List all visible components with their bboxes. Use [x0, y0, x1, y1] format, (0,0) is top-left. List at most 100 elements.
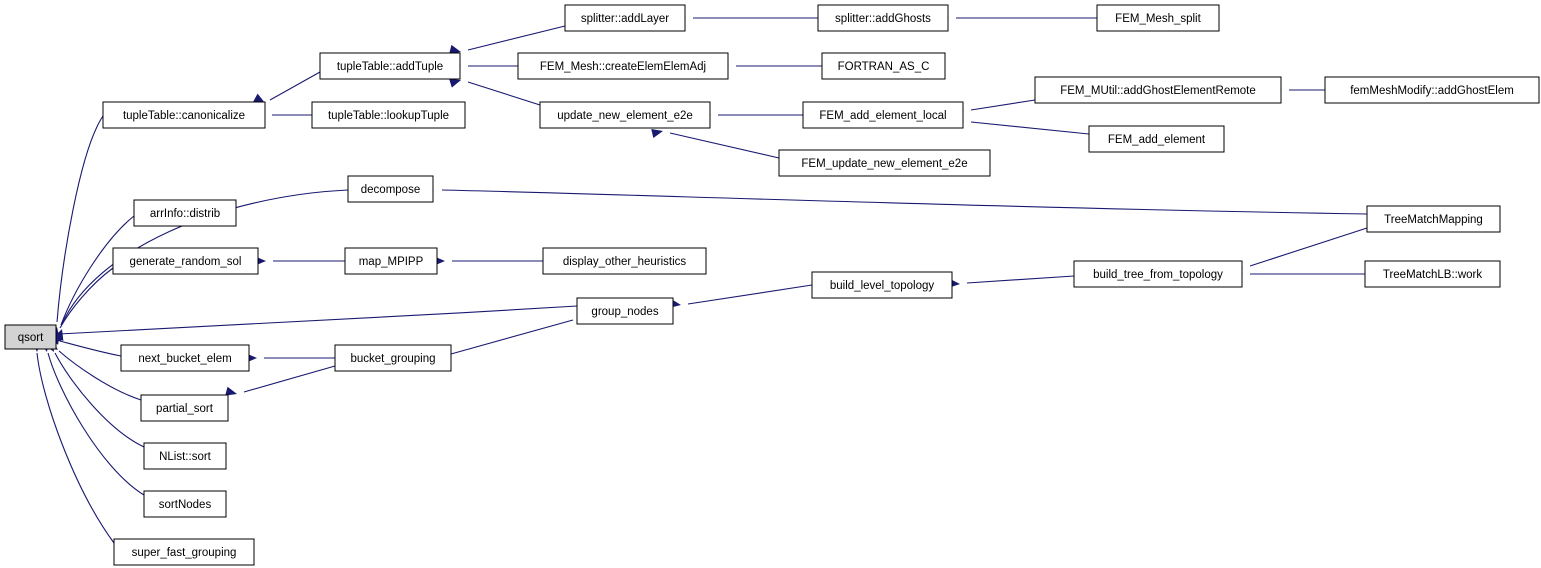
edge-TreeMatchMapping-to-build_tree_from_topology: [1231, 227, 1368, 269]
edge-FEM_Mesh_split-to-splitter_addGhosts: [938, 13, 1097, 23]
node-label: build_level_topology: [830, 280, 934, 292]
node-box[interactable]: [4, 324, 57, 350]
node-box[interactable]: [542, 247, 707, 275]
node-TreeMatchLB_work[interactable]: TreeMatchLB::work: [1364, 260, 1501, 288]
node-sortNodes[interactable]: sortNodes: [143, 490, 227, 518]
node-box[interactable]: [539, 101, 711, 129]
edge-FEM_MUtil_addGhostElementRemote-to-FEM_add_element_local: [952, 99, 1036, 114]
node-box[interactable]: [576, 297, 674, 325]
node-splitter_addGhosts[interactable]: splitter::addGhosts: [817, 4, 949, 32]
node-femMeshModify_addGhostElem[interactable]: femMeshModify::addGhostElem: [1324, 76, 1540, 104]
node-box[interactable]: [1088, 125, 1225, 153]
node-box[interactable]: [344, 247, 438, 275]
node-label: splitter::addGhosts: [835, 13, 931, 25]
node-label: group_nodes: [591, 306, 658, 318]
node-label: qsort: [18, 332, 44, 344]
node-arrInfo_distrib[interactable]: arrInfo::distrib: [133, 199, 237, 227]
node-label: arrInfo::distrib: [150, 208, 220, 220]
edge-bucket_grouping-to-partial_sort: [225, 365, 336, 396]
edge-FEM_add_element_local-to-update_new_element_e2e: [700, 110, 803, 120]
node-FEM_Mesh_createElemElemAdj[interactable]: FEM_Mesh::createElemElemAdj: [517, 52, 729, 80]
edge-display_other_heuristics-to-map_MPIPP: [434, 256, 543, 266]
node-label: FEM_update_new_element_e2e: [801, 158, 967, 170]
edge-build_level_topology-to-group_nodes: [669, 284, 813, 308]
node-box[interactable]: [564, 4, 686, 32]
node-box[interactable]: [347, 175, 434, 203]
node-FEM_update_new_element_e2e[interactable]: FEM_update_new_element_e2e: [778, 149, 991, 177]
node-FEM_Mesh_split[interactable]: FEM_Mesh_split: [1096, 4, 1220, 32]
node-FEM_MUtil_addGhostElementRemote[interactable]: FEM_MUtil::addGhostElementRemote: [1034, 76, 1282, 104]
node-FEM_add_element[interactable]: FEM_add_element: [1088, 125, 1225, 153]
node-tupleTable_addTuple[interactable]: tupleTable::addTuple: [319, 52, 461, 80]
node-label: FEM_add_element_local: [819, 110, 946, 122]
node-FORTRAN_AS_C[interactable]: FORTRAN_AS_C: [821, 52, 946, 80]
node-box[interactable]: [133, 199, 237, 227]
node-label: generate_random_sol: [130, 256, 242, 268]
node-tupleTable_lookupTuple[interactable]: tupleTable::lookupTuple: [311, 101, 466, 129]
node-box[interactable]: [113, 538, 255, 566]
node-box[interactable]: [1096, 4, 1220, 32]
node-label: splitter::addLayer: [581, 13, 669, 25]
arrow-head-icon: [225, 386, 237, 396]
node-label: super_fast_grouping: [132, 547, 237, 559]
node-label: FEM_Mesh_split: [1115, 13, 1201, 25]
node-box[interactable]: [821, 52, 946, 80]
node-update_new_element_e2e[interactable]: update_new_element_e2e: [539, 101, 711, 129]
node-label: tupleTable::addTuple: [337, 61, 443, 73]
node-display_other_heuristics[interactable]: display_other_heuristics: [542, 247, 707, 275]
node-label: display_other_heuristics: [563, 256, 687, 268]
node-label: femMeshModify::addGhostElem: [1350, 85, 1514, 97]
node-box[interactable]: [1324, 76, 1540, 104]
node-box[interactable]: [1073, 260, 1243, 288]
edge-TreeMatchLB_work-to-build_tree_from_topology: [1232, 269, 1365, 279]
node-box[interactable]: [778, 149, 991, 177]
node-box[interactable]: [143, 490, 227, 518]
edge-TreeMatchMapping-to-decompose: [422, 185, 1368, 215]
node-box[interactable]: [811, 271, 953, 299]
node-box[interactable]: [102, 101, 266, 129]
node-bucket_grouping[interactable]: bucket_grouping: [334, 344, 452, 372]
edge-bucket_grouping-to-group_nodes: [450, 310, 592, 355]
node-box[interactable]: [112, 247, 259, 275]
node-generate_random_sol[interactable]: generate_random_sol: [112, 247, 259, 275]
edge-build_tree_from_topology-to-build_level_topology: [948, 275, 1075, 288]
node-box[interactable]: [120, 344, 250, 372]
node-label: TreeMatchLB::work: [1383, 269, 1483, 281]
node-box[interactable]: [1034, 76, 1282, 104]
node-label: sortNodes: [159, 499, 212, 511]
node-FEM_add_element_local[interactable]: FEM_add_element_local: [802, 101, 964, 129]
edge-FEM_add_element-to-FEM_add_element_local: [952, 117, 1090, 135]
node-box[interactable]: [1366, 205, 1501, 233]
node-build_level_topology[interactable]: build_level_topology: [811, 271, 953, 299]
node-box[interactable]: [1364, 260, 1501, 288]
node-label: build_tree_from_topology: [1093, 269, 1223, 281]
node-decompose[interactable]: decompose: [347, 175, 434, 203]
node-box[interactable]: [817, 4, 949, 32]
node-box[interactable]: [319, 52, 461, 80]
node-label: NList::sort: [159, 451, 212, 463]
node-box[interactable]: [334, 344, 452, 372]
node-box[interactable]: [517, 52, 729, 80]
node-super_fast_grouping[interactable]: super_fast_grouping: [113, 538, 255, 566]
node-TreeMatchMapping[interactable]: TreeMatchMapping: [1366, 205, 1501, 233]
edge-tupleTable_addTuple-to-tupleTable_canonicalize: [253, 71, 321, 103]
node-box[interactable]: [143, 442, 227, 470]
node-box[interactable]: [311, 101, 466, 129]
node-partial_sort[interactable]: partial_sort: [140, 394, 229, 422]
node-label: FEM_MUtil::addGhostElementRemote: [1060, 85, 1256, 97]
node-qsort[interactable]: qsort: [4, 324, 57, 350]
node-build_tree_from_topology[interactable]: build_tree_from_topology: [1073, 260, 1243, 288]
node-tupleTable_canonicalize[interactable]: tupleTable::canonicalize: [102, 101, 266, 129]
node-NList_sort[interactable]: NList::sort: [143, 442, 227, 470]
edge-arrInfo_distrib-to-qsort: [52, 215, 135, 342]
node-map_MPIPP[interactable]: map_MPIPP: [344, 247, 438, 275]
node-box[interactable]: [140, 394, 229, 422]
node-next_bucket_elem[interactable]: next_bucket_elem: [120, 344, 250, 372]
arrow-head-icon: [449, 78, 461, 88]
node-box[interactable]: [802, 101, 964, 129]
node-splitter_addLayer[interactable]: splitter::addLayer: [564, 4, 686, 32]
node-label: partial_sort: [156, 403, 214, 415]
edge-super_fast_grouping-to-qsort: [32, 340, 115, 544]
node-group_nodes[interactable]: group_nodes: [576, 297, 674, 325]
